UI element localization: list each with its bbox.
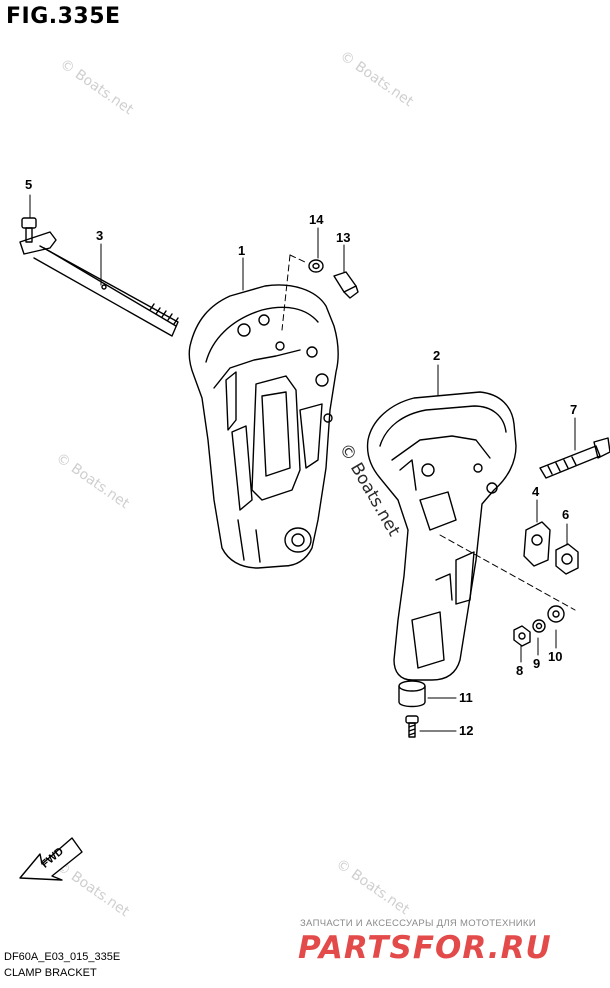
part-2-clamp-bracket	[366, 391, 517, 681]
part-1-clamp-bracket	[188, 284, 339, 569]
callout-8: 8	[516, 663, 524, 678]
callout-11: 11	[459, 690, 473, 705]
diagram-caption: CLAMP BRACKET	[4, 967, 97, 979]
part-8-nut	[513, 625, 531, 647]
part-3-shaft	[19, 231, 179, 337]
part-10-washer	[547, 605, 565, 623]
callout-12: 12	[459, 723, 474, 738]
part-4-plate	[523, 521, 551, 567]
callout-4: 4	[532, 484, 540, 499]
callout-6: 6	[562, 507, 570, 522]
figure-title: FIG.335E	[6, 4, 121, 29]
callout-3: 3	[96, 228, 104, 243]
part-7-bolt	[539, 437, 610, 479]
shop-logo: PARTSFOR.RU	[298, 930, 552, 966]
leader-lines	[29, 194, 576, 732]
part-11-block	[398, 680, 426, 708]
callout-10: 10	[548, 649, 563, 664]
callout-13: 13	[336, 230, 351, 245]
callout-5: 5	[25, 177, 33, 192]
part-14-washer	[308, 259, 324, 273]
part-5-bolt	[21, 217, 37, 243]
part-12-screw	[405, 715, 419, 738]
diagram-code: DF60A_E03_015_335E	[4, 951, 121, 963]
callout-9: 9	[533, 656, 541, 671]
part-6-nut	[555, 543, 579, 575]
callout-7: 7	[570, 402, 578, 417]
callout-2: 2	[433, 348, 441, 363]
part-9-washer	[532, 619, 546, 633]
shop-tagline: ЗАПЧАСТИ И АКСЕССУАРЫ ДЛЯ МОТОТЕХНИКИ	[300, 918, 536, 929]
callout-14: 14	[309, 212, 324, 227]
callout-1: 1	[238, 243, 246, 258]
part-13-bolt	[333, 271, 359, 299]
fwd-arrow-icon	[19, 837, 83, 881]
